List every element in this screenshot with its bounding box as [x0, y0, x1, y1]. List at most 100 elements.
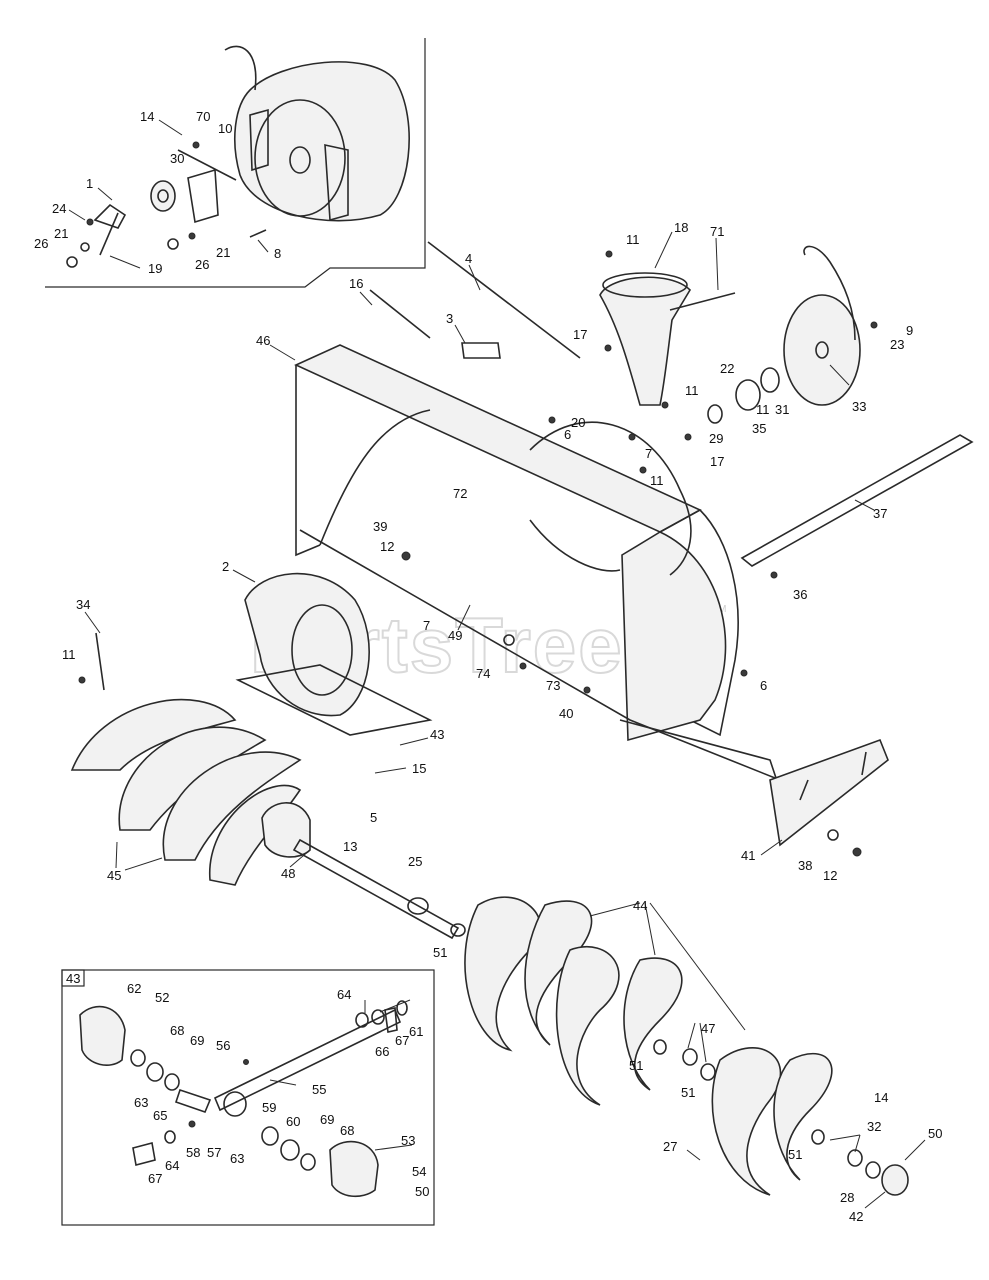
- washer-2: [188, 232, 196, 240]
- washer-74: [503, 634, 515, 646]
- callout-26b: 26: [195, 257, 209, 272]
- callout-51a: 51: [433, 945, 447, 960]
- key-58: [188, 1120, 196, 1128]
- callout-63b: 63: [230, 1151, 244, 1166]
- impeller-opening: [529, 421, 692, 576]
- washer: [80, 242, 90, 252]
- washer-64: [355, 1012, 369, 1028]
- callout-39: 39: [373, 519, 387, 534]
- flange-42: [881, 1164, 909, 1196]
- right-auger-flight-5: [711, 1047, 782, 1196]
- right-auger-flight-3: [555, 945, 620, 1106]
- leader-lines: [68, 119, 926, 1209]
- callout-33: 33: [852, 399, 866, 414]
- callout-71: 71: [710, 224, 724, 239]
- callout-63a: 63: [134, 1095, 148, 1110]
- callout-66: 66: [375, 1044, 389, 1059]
- callout-5: 5: [370, 810, 377, 825]
- inset-label-43: 43: [66, 971, 80, 986]
- callout-51b: 51: [629, 1058, 643, 1073]
- callout-8: 8: [274, 246, 281, 261]
- pin-56: [243, 1059, 249, 1065]
- inset-label-box: [61, 969, 85, 987]
- gearbox-inset: [61, 969, 435, 1226]
- callout-12a: 12: [380, 539, 394, 554]
- seal-68: [130, 1049, 146, 1067]
- callout-12b: 12: [823, 868, 837, 883]
- callout-72: 72: [453, 486, 467, 501]
- housing-bracket: [324, 143, 349, 222]
- callout-1: 1: [86, 176, 93, 191]
- chute-18: [599, 276, 692, 406]
- callout-15: 15: [412, 761, 426, 776]
- callout-3: 3: [446, 311, 453, 326]
- callout-50a: 50: [415, 1184, 429, 1199]
- gear-59: [223, 1091, 247, 1117]
- spring-nut: [192, 141, 200, 149]
- callout-17b: 17: [710, 454, 724, 469]
- callout-51d: 51: [788, 1147, 802, 1162]
- callout-57: 57: [207, 1145, 221, 1160]
- callout-2: 2: [222, 559, 229, 574]
- callout-67b: 67: [148, 1171, 162, 1186]
- callout-11b: 11: [685, 383, 699, 398]
- callout-16: 16: [349, 276, 363, 291]
- nut: [86, 218, 94, 226]
- nut-17: [604, 344, 612, 352]
- bolt-6b: [740, 669, 748, 677]
- callout-20: 20: [571, 415, 585, 430]
- flange-31: [760, 367, 780, 393]
- bolt: [249, 229, 267, 238]
- callout-60: 60: [286, 1114, 300, 1129]
- housing-edge: [224, 45, 257, 91]
- callout-23: 23: [890, 337, 904, 352]
- callout-6b: 6: [760, 678, 767, 693]
- bushing-67: [384, 1007, 398, 1033]
- impeller-housing: [234, 61, 410, 222]
- callout-65: 65: [153, 1108, 167, 1123]
- callout-31: 31: [775, 402, 789, 417]
- chute-rod-71: [669, 292, 736, 311]
- nut-11d: [639, 466, 647, 474]
- pivot-bracket: [93, 203, 127, 229]
- callout-73: 73: [546, 678, 560, 693]
- shear-pin-16: [369, 289, 431, 339]
- hardware-dots: [78, 250, 878, 857]
- auger-shaft-4: [427, 241, 581, 359]
- gearbox-inset-frame: [61, 969, 435, 1226]
- callout-36: 36: [793, 587, 807, 602]
- seal-68b: [300, 1153, 316, 1171]
- housing-curve: [319, 409, 431, 546]
- gearbox: [261, 802, 311, 858]
- callout-61: 61: [409, 1024, 423, 1039]
- bearing-63: [146, 1062, 164, 1082]
- right-auger-flight-1: [464, 896, 542, 1052]
- tension-spring: [177, 149, 237, 181]
- callout-32: 32: [867, 1119, 881, 1134]
- bracket-3: [461, 342, 501, 359]
- left-auger-flight-3: [162, 751, 302, 861]
- callout-35: 35: [752, 421, 766, 436]
- right-auger-flight-6: [773, 1052, 833, 1181]
- callout-14b: 14: [874, 1090, 888, 1105]
- housing-end-plate: [621, 531, 727, 742]
- callout-42: 42: [849, 1209, 863, 1224]
- washer-38: [827, 829, 839, 841]
- gearbox-half-53: [329, 1140, 379, 1198]
- callout-59: 59: [262, 1100, 276, 1115]
- callout-28: 28: [840, 1190, 854, 1205]
- bushing-51d: [811, 1129, 825, 1145]
- callout-34: 34: [76, 597, 90, 612]
- callout-64b: 64: [165, 1158, 179, 1173]
- callout-27: 27: [663, 1139, 677, 1154]
- bolt-36: [770, 571, 778, 579]
- washer-64b: [164, 1130, 176, 1144]
- rod-37: [740, 434, 974, 567]
- housing-left-side: [295, 365, 321, 557]
- idler-pulley-hub: [157, 189, 169, 203]
- bushing-51b: [653, 1039, 667, 1055]
- belt: [803, 245, 856, 341]
- callout-55: 55: [312, 1082, 326, 1097]
